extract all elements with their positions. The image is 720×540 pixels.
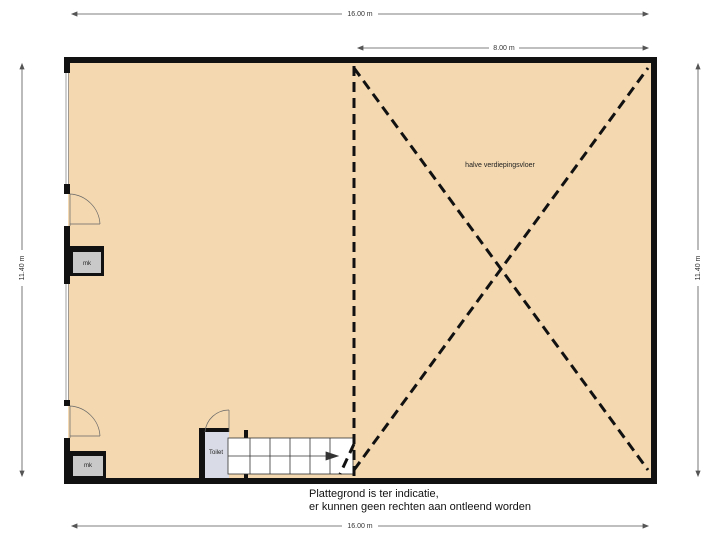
meter-cupboard-lower	[70, 451, 106, 481]
meter-cupboard-upper-label: mk	[83, 261, 92, 267]
window-glazing	[65, 73, 69, 400]
disclaimer-line-1: Plattegrond is ter indicatie,	[309, 488, 439, 500]
dim-top-total: 16.00 m	[347, 11, 372, 18]
staircase	[227, 437, 354, 475]
dim-left-height: 11.40 m	[19, 255, 26, 280]
dim-right-height: 11.40 m	[695, 255, 702, 280]
dim-bottom-total: 16.00 m	[347, 523, 372, 530]
mezzanine-outline	[338, 66, 650, 476]
toilet-label: Toilet	[209, 450, 223, 456]
door-lower	[69, 405, 101, 438]
floor-area	[68, 60, 654, 480]
meter-cupboard-lower-label: mk	[84, 463, 93, 469]
dim-top-partial: 8.00 m	[493, 45, 515, 52]
exterior-walls	[64, 57, 657, 484]
mezzanine-label: halve verdiepingsvloer	[465, 162, 535, 169]
disclaimer: Plattegrond is ter indicatie, er kunnen …	[230, 488, 610, 514]
meter-cupboard-upper	[70, 246, 104, 276]
door-upper	[69, 193, 101, 226]
disclaimer-line-2: er kunnen geen rechten aan ontleend word…	[309, 501, 532, 513]
